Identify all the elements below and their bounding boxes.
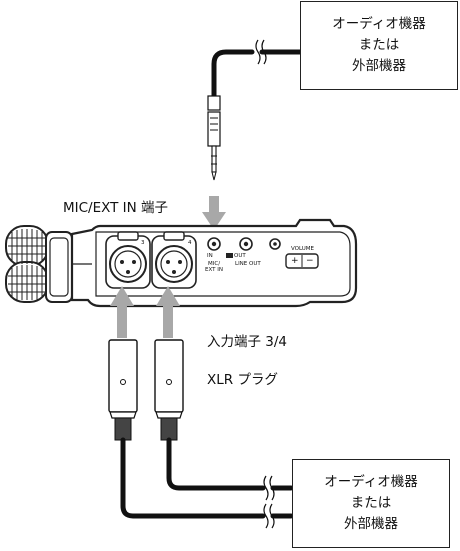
jack-4-label: 4 — [188, 240, 192, 246]
line-out-panel-label: LINE OUT — [235, 261, 261, 267]
xlr-cables — [120, 437, 294, 519]
volume-minus: − — [306, 256, 314, 266]
top-device-line1: オーディオ機器 — [332, 16, 426, 32]
top-cable-break — [255, 39, 267, 65]
bottom-device-box: オーディオ機器 または 外部機器 — [292, 459, 450, 548]
mini-plug — [207, 95, 221, 181]
in-label: IN — [207, 253, 213, 259]
out-label: OUT — [234, 253, 246, 259]
mic-ext-in-panel-label-2: EXT IN — [205, 267, 223, 273]
volume-rocker — [285, 253, 319, 269]
xlr-jack-3 — [105, 231, 151, 289]
recorder-body — [5, 218, 358, 308]
line-out-jack — [239, 237, 253, 251]
xlr-cable-breaks — [263, 475, 275, 529]
bottom-device-line2: または — [350, 495, 392, 511]
top-device-line2: または — [358, 37, 400, 53]
top-cable — [211, 49, 303, 99]
xlr-jack-4 — [151, 231, 197, 289]
mic-ext-in-jack — [207, 237, 221, 251]
input-jacks-label: 入力端子 3/4 — [207, 334, 288, 350]
top-device-box: オーディオ機器 または 外部機器 — [300, 1, 458, 90]
arrow-xlr-4 — [156, 286, 180, 338]
volume-plus: + — [291, 256, 299, 266]
xlr-plug-left — [108, 339, 138, 441]
top-device-line3: 外部機器 — [352, 58, 406, 74]
volume-label: VOLUME — [291, 246, 315, 252]
xlr-plug-label: XLR プラグ — [207, 372, 278, 388]
jack-3-label: 3 — [141, 240, 145, 246]
headphone-jack — [269, 238, 281, 250]
mic-ext-in-panel-label-1: MIC/ — [208, 261, 221, 267]
camera-icon — [226, 253, 233, 258]
bottom-device-line3: 外部機器 — [344, 516, 398, 532]
xlr-plug-right — [154, 339, 184, 441]
bottom-device-line1: オーディオ機器 — [324, 474, 418, 490]
arrow-xlr-3 — [110, 286, 134, 338]
mic-ext-in-label: MIC/EXT IN 端子 — [63, 200, 169, 216]
arrow-mic-ext-in — [202, 196, 226, 230]
